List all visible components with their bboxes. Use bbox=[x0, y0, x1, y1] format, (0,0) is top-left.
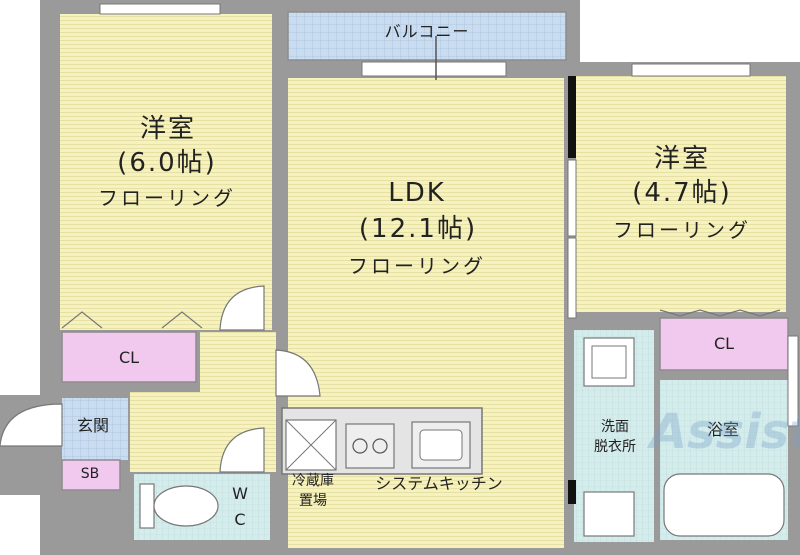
western-left-size: (6.0帖) bbox=[117, 148, 217, 178]
western-left-floor: フローリング bbox=[98, 186, 236, 210]
partition bbox=[567, 159, 577, 237]
ldk-floor: フローリング bbox=[348, 254, 486, 278]
door-swing bbox=[0, 403, 63, 447]
closet-left-label: CL bbox=[118, 348, 140, 367]
western-left-name: 洋室 bbox=[139, 114, 196, 144]
toilet-label-c: C bbox=[234, 510, 246, 529]
door-swing bbox=[659, 309, 781, 317]
closet-right-label: CL bbox=[713, 334, 735, 353]
vanity bbox=[583, 491, 635, 537]
window bbox=[99, 3, 221, 15]
kitchen-label: システムキッチン bbox=[375, 474, 503, 493]
window bbox=[787, 335, 799, 427]
fridge-label-2: 置場 bbox=[299, 493, 327, 509]
fridge-label-1: 冷蔵庫 bbox=[292, 473, 334, 489]
window bbox=[361, 61, 507, 77]
bathtub bbox=[663, 473, 785, 537]
bath-label: 浴室 bbox=[706, 420, 739, 439]
watermark-logo: Assist bbox=[650, 404, 800, 460]
hallway bbox=[200, 332, 276, 400]
western-room-left bbox=[60, 14, 272, 330]
toilet-tank bbox=[139, 483, 155, 529]
door-swing bbox=[61, 311, 203, 329]
window bbox=[631, 63, 751, 77]
shoe-box bbox=[61, 459, 121, 491]
entrance-label: 玄関 bbox=[76, 416, 109, 435]
western-right-name: 洋室 bbox=[653, 144, 710, 174]
door-swing bbox=[219, 285, 265, 331]
door-swing bbox=[219, 427, 265, 473]
western-right-floor: フローリング bbox=[613, 218, 751, 242]
stove bbox=[345, 423, 395, 469]
balcony-label: バルコニー bbox=[384, 22, 470, 41]
closet-left bbox=[61, 331, 197, 383]
partition bbox=[567, 237, 577, 319]
toilet-label-w: W bbox=[232, 484, 248, 503]
entrance-floor bbox=[62, 398, 128, 460]
balcony-area bbox=[287, 11, 567, 61]
toilet-bowl bbox=[153, 485, 219, 527]
partition bbox=[568, 480, 576, 504]
partition bbox=[568, 76, 576, 158]
ldk-name: LDK bbox=[388, 178, 446, 208]
western-right-size: (4.7帖) bbox=[632, 178, 732, 208]
washroom-label-1: 洗面 bbox=[601, 419, 629, 435]
western-room-right bbox=[576, 76, 786, 312]
ldk-size: (12.1帖) bbox=[358, 214, 478, 244]
closet-right bbox=[659, 317, 789, 371]
washroom-label-2: 脱衣所 bbox=[594, 439, 636, 455]
shoe-box-label: SB bbox=[80, 466, 100, 482]
door-swing bbox=[275, 349, 321, 397]
